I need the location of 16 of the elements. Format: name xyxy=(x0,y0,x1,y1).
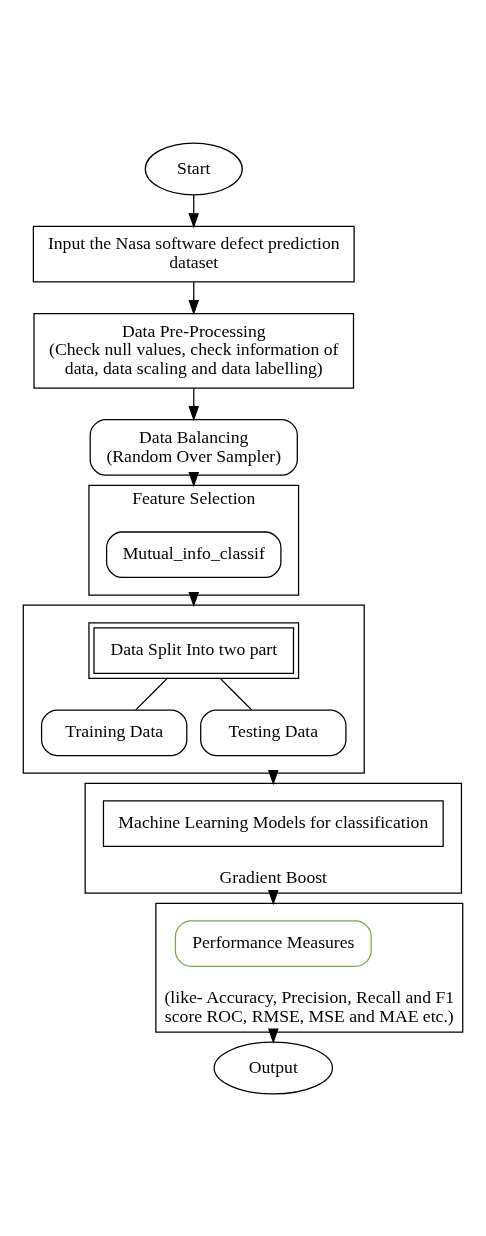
node-box: Data Pre-Processing (Check null values, check information of data, data scaling and data labelling) xyxy=(33,312,355,389)
node-box: Mutual_info_classif xyxy=(106,530,282,578)
node-box: Training Data xyxy=(40,708,188,756)
node-box: Testing Data xyxy=(200,708,347,756)
node-box: Data Split Into two part xyxy=(88,621,300,679)
node-ellipse: Start xyxy=(144,141,243,195)
connector xyxy=(135,677,168,710)
arrow xyxy=(188,387,200,421)
arrow xyxy=(188,281,200,315)
node-ellipse: Output xyxy=(213,1041,334,1095)
node-box: Input the Nasa software defect prediction dataset xyxy=(32,225,355,283)
connector xyxy=(220,677,253,710)
cluster xyxy=(22,604,365,774)
node-box: Machine Learning Models for classification xyxy=(102,799,444,847)
arrow xyxy=(188,193,200,228)
node-box: Performance Measures xyxy=(174,919,372,967)
